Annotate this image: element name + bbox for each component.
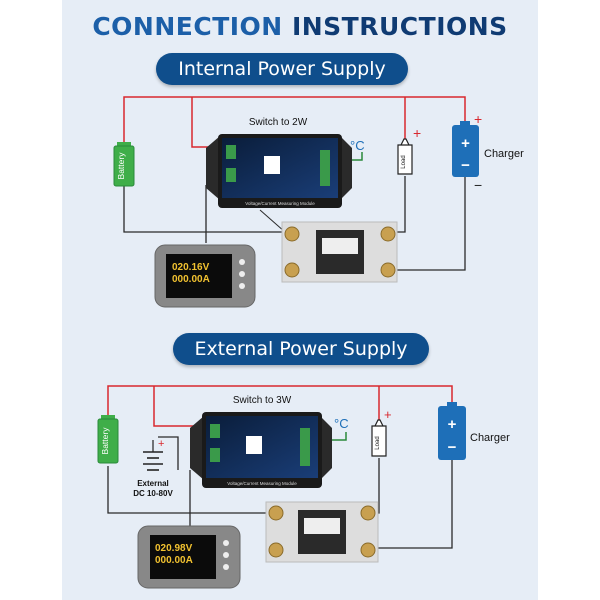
load-label: Load xyxy=(375,436,381,449)
switch-label: Switch to 3W xyxy=(233,395,292,406)
negative-wire xyxy=(107,466,270,514)
temperature-label: °C xyxy=(350,138,365,153)
charger-plus-icon: + xyxy=(461,135,470,152)
charger-label: Charger xyxy=(470,432,510,444)
load-plus-sign: + xyxy=(413,125,421,141)
diagram-panel xyxy=(62,0,538,600)
negative-wire xyxy=(123,185,290,233)
section-heading-external: External Power Supply xyxy=(173,333,429,365)
red-wire xyxy=(123,96,466,148)
measuring-module: Voltage/Current Measuring Module xyxy=(206,134,352,208)
load-icon: Load xyxy=(397,138,413,175)
shunt-resistor xyxy=(281,221,398,283)
charger-icon: + − xyxy=(452,121,479,177)
red-wire xyxy=(153,386,208,427)
battery-label: Battery xyxy=(116,152,126,180)
charger-icon: + − xyxy=(438,402,466,460)
load-plus-sign: + xyxy=(384,407,392,422)
load-label: Load xyxy=(401,155,407,168)
charger-label: Charger xyxy=(484,148,524,160)
external-plus-sign: + xyxy=(158,438,164,450)
internal-wiring: Battery Load + + − + − Charger Switch to… xyxy=(113,96,524,308)
external-label-line2: DC 10-80V xyxy=(133,489,173,498)
sense-wire xyxy=(259,209,286,233)
external-label-line1: External xyxy=(137,479,169,488)
temperature-label: °C xyxy=(334,416,349,431)
red-wire xyxy=(107,385,453,418)
voltage-readout: 020.16V xyxy=(172,262,210,273)
shunt-resistor xyxy=(265,501,379,563)
charger-wire xyxy=(392,176,466,271)
charger-minus-sign: − xyxy=(474,177,482,193)
current-readout: 000.00A xyxy=(172,274,210,285)
module-caption: Voltage/Current Measuring Module xyxy=(227,481,297,486)
battery-label: Battery xyxy=(100,427,110,455)
page-title: CONNECTION INSTRUCTIONS xyxy=(92,12,508,41)
charger-minus-icon: − xyxy=(448,439,457,456)
voltage-readout: 020.98V xyxy=(155,543,193,554)
battery-icon: Battery xyxy=(113,142,135,187)
switch-label: Switch to 2W xyxy=(249,117,308,128)
qr-code-icon xyxy=(264,156,280,174)
module-caption: Voltage/Current Measuring Module xyxy=(245,201,315,206)
display-unit: 020.98V 000.00A xyxy=(137,525,241,589)
load-icon: Load xyxy=(371,419,387,457)
section-heading-internal: Internal Power Supply xyxy=(156,53,408,85)
display-unit: 020.16V 000.00A xyxy=(154,244,256,308)
charger-minus-icon: − xyxy=(461,157,470,174)
measuring-module: Voltage/Current Measuring Module xyxy=(190,412,332,488)
external-dc-source-icon xyxy=(143,440,163,471)
external-wiring: Battery + External DC 10-80V Load + + − … xyxy=(97,385,510,589)
charger-wire xyxy=(374,460,453,549)
external-supply-wire xyxy=(158,436,179,470)
battery-icon: Battery xyxy=(97,415,119,464)
current-readout: 000.00A xyxy=(155,555,193,566)
charger-plus-sign: + xyxy=(474,111,482,127)
qr-code-icon xyxy=(246,436,262,454)
charger-plus-icon: + xyxy=(448,416,457,433)
